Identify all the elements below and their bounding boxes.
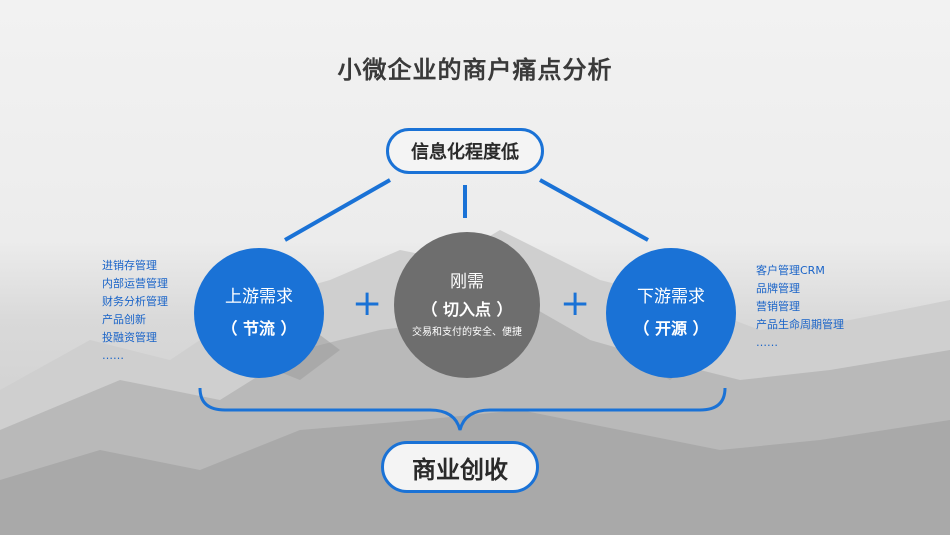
bracket <box>198 387 727 431</box>
center-circle: 刚需 （ 切入点 ） 交易和支付的安全、便捷 <box>394 232 540 378</box>
center-circle-main: 刚需 <box>450 272 484 292</box>
left-list-item: 投融资管理 <box>102 331 157 344</box>
left-circle: 上游需求 （ 节流 ） <box>194 248 324 378</box>
center-circle-sub: （ 切入点 ） <box>421 300 513 319</box>
plus-symbol-right: + <box>560 283 591 324</box>
bottom-label-pill: 商业创收 <box>381 441 539 493</box>
left-list-item: 内部运营管理 <box>102 277 168 290</box>
right-list-item: …… <box>756 336 778 349</box>
right-circle-sub: （ 开源 ） <box>633 319 709 338</box>
page-title: 小微企业的商户痛点分析 <box>337 56 613 84</box>
left-list-item: …… <box>102 349 124 362</box>
top-label-pill: 信息化程度低 <box>386 128 544 174</box>
right-circle-main: 下游需求 <box>637 287 705 307</box>
left-list-item: 财务分析管理 <box>102 295 168 308</box>
right-connector <box>539 178 649 242</box>
right-list-item: 产品生命周期管理 <box>756 318 844 331</box>
left-list-item: 进销存管理 <box>102 259 157 272</box>
left-list: 进销存管理 内部运营管理 财务分析管理 产品创新 投融资管理 …… <box>102 257 168 365</box>
right-list: 客户管理CRM 品牌管理 营销管理 产品生命周期管理 …… <box>756 262 844 352</box>
center-circle-note: 交易和支付的安全、便捷 <box>412 327 522 338</box>
left-list-item: 产品创新 <box>102 313 146 326</box>
left-circle-main: 上游需求 <box>225 287 293 307</box>
right-list-item: 营销管理 <box>756 300 800 313</box>
left-circle-sub: （ 节流 ） <box>221 319 297 338</box>
right-circle: 下游需求 （ 开源 ） <box>606 248 736 378</box>
right-list-item: 客户管理CRM <box>756 264 825 277</box>
plus-symbol-left: + <box>352 283 383 324</box>
right-list-item: 品牌管理 <box>756 282 800 295</box>
left-connector <box>284 178 391 242</box>
